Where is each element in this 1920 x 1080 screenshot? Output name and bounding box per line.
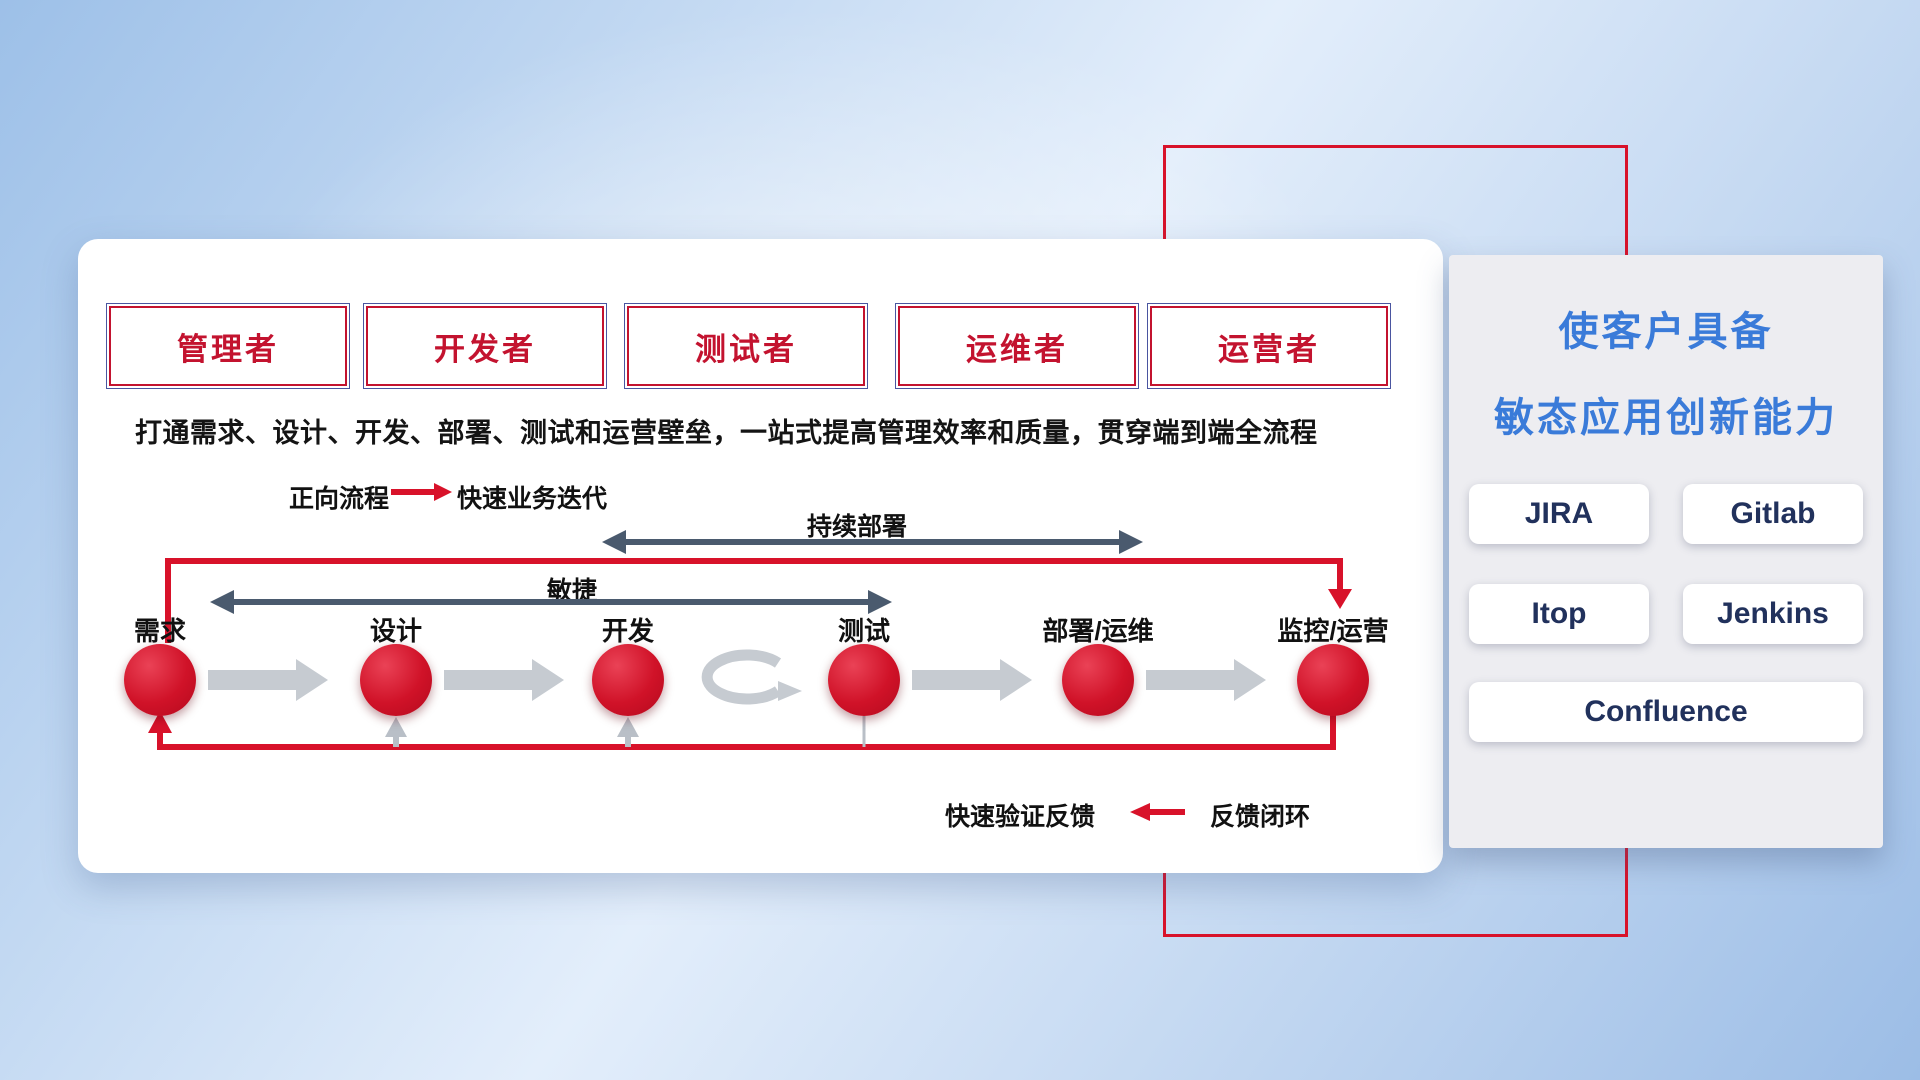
capability-panel: 使客户具备 敏态应用创新能力 JIRA Gitlab Itop Jenkins … (1449, 255, 1883, 848)
feedback-value: 反馈闭环 (1210, 803, 1311, 831)
tool-itop: Itop (1469, 584, 1649, 644)
stage-circle-monitor-operations (1297, 644, 1369, 716)
stage-arrow-icon (912, 659, 1032, 701)
agile-label: 敏捷 (546, 577, 597, 605)
process-description: 打通需求、设计、开发、部署、测试和运营壁垒，一站式提高管理效率和质量，贯穿端到端… (135, 418, 1318, 448)
stage-label-development: 开发 (601, 616, 654, 646)
stage-label-monitor-operations: 监控/运营 (1277, 616, 1389, 646)
forward-flow-value: 快速业务迭代 (457, 485, 608, 513)
stage-label-requirements: 需求 (133, 616, 186, 646)
tool-confluence: Confluence (1469, 682, 1863, 742)
iteration-loop-icon (701, 649, 802, 705)
feedback-arrow-icon (1130, 803, 1185, 821)
role-label: 开发者 (434, 331, 536, 367)
stage-circle-requirements (124, 644, 196, 716)
continuous-deployment-label: 持续部署 (806, 513, 907, 541)
feedback-label: 快速验证反馈 (945, 803, 1096, 831)
stage-arrow-icon (208, 659, 328, 701)
role-box-operator: 运营者 (1147, 303, 1391, 389)
role-label: 测试者 (695, 331, 797, 367)
stage-circle-design (360, 644, 432, 716)
stage-circle-testing (828, 644, 900, 716)
stage-arrow-icon (444, 659, 564, 701)
forward-flow-label: 正向流程 (289, 485, 390, 513)
stage-circle-development (592, 644, 664, 716)
stage-label-deploy-ops: 部署/运维 (1042, 616, 1154, 646)
role-box-manager: 管理者 (106, 303, 350, 389)
role-box-developer: 开发者 (363, 303, 607, 389)
role-box-tester: 测试者 (624, 303, 868, 389)
devops-process-card: 管理者 开发者 测试者 运维者 运营者 打通需求、设计、开发、部署、测试和运营壁… (78, 239, 1443, 873)
forward-flow-arrow-icon (391, 483, 452, 501)
role-label: 运营者 (1218, 331, 1320, 367)
stage-arrow-icon (1146, 659, 1266, 701)
tool-jira: JIRA (1469, 484, 1649, 544)
stage-circle-deploy-ops (1062, 644, 1134, 716)
role-box-ops: 运维者 (895, 303, 1139, 389)
tool-gitlab: Gitlab (1683, 484, 1863, 544)
feedback-arrow-design-icon (385, 717, 407, 747)
role-label: 运维者 (966, 331, 1068, 367)
stage-label-design: 设计 (369, 616, 422, 646)
panel-title-line1: 使客户具备 (1558, 310, 1774, 354)
panel-title-line2: 敏态应用创新能力 (1494, 396, 1838, 440)
role-label: 管理者 (177, 331, 279, 367)
stage-label-testing: 测试 (837, 616, 890, 646)
feedback-loop-line (148, 711, 1336, 750)
tool-jenkins: Jenkins (1683, 584, 1863, 644)
feedback-arrow-development-icon (617, 717, 639, 747)
